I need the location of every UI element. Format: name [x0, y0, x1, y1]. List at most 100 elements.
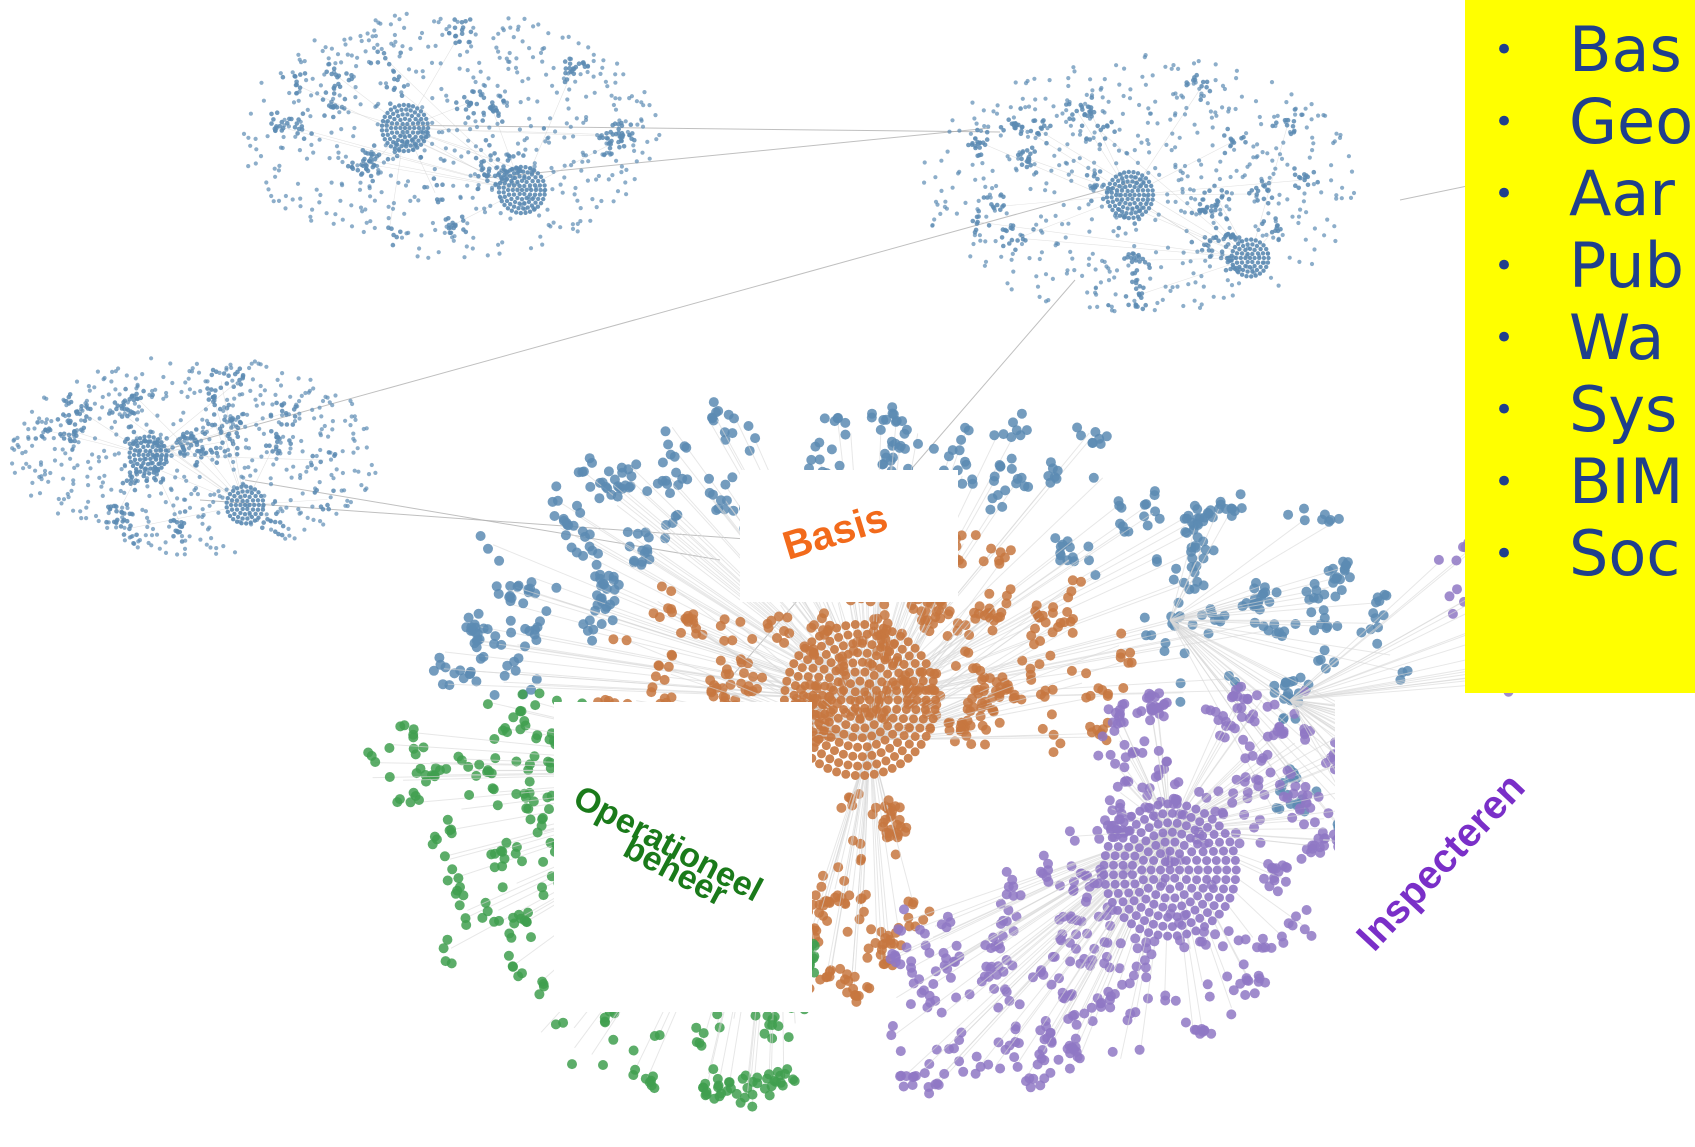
network-node — [26, 435, 31, 440]
network-node — [542, 46, 547, 51]
network-node — [415, 106, 420, 111]
network-node — [1292, 172, 1298, 178]
network-node — [640, 150, 645, 155]
network-node — [1033, 135, 1038, 141]
network-node — [1244, 274, 1249, 279]
network-node — [132, 487, 138, 493]
network-node — [480, 91, 485, 97]
network-node — [1106, 278, 1112, 283]
network-node — [1211, 294, 1216, 299]
network-node — [88, 466, 93, 471]
network-node — [1180, 186, 1185, 192]
network-node — [1336, 585, 1347, 596]
network-cluster — [10, 356, 378, 557]
network-node — [1011, 269, 1016, 274]
network-node — [1230, 293, 1235, 298]
network-node — [1013, 247, 1018, 253]
network-node — [399, 93, 405, 98]
network-node — [985, 504, 996, 515]
network-node — [463, 229, 469, 235]
network-node — [64, 403, 69, 408]
network-node — [224, 500, 229, 505]
network-node — [187, 505, 193, 510]
network-node — [267, 443, 272, 449]
network-node — [523, 165, 528, 170]
network-node — [388, 144, 394, 149]
network-node — [447, 230, 453, 236]
network-node — [621, 635, 632, 646]
network-node — [182, 438, 187, 443]
network-node — [1087, 305, 1092, 310]
network-node — [1348, 195, 1354, 200]
network-node — [529, 203, 535, 208]
network-node — [159, 452, 165, 458]
network-node — [1029, 145, 1035, 151]
network-node — [290, 422, 296, 427]
network-node — [109, 379, 114, 384]
network-node — [525, 205, 530, 210]
network-node — [432, 167, 437, 172]
network-node — [1024, 159, 1030, 164]
network-node — [1255, 142, 1260, 147]
network-node — [1099, 204, 1104, 209]
network-node — [665, 449, 676, 460]
network-node — [200, 417, 205, 422]
network-node — [342, 37, 347, 42]
network-node — [224, 420, 230, 425]
network-node — [524, 776, 535, 787]
network-node — [1257, 240, 1263, 245]
network-node — [331, 221, 336, 226]
network-node — [1239, 94, 1244, 99]
network-node — [137, 457, 143, 462]
network-node — [1184, 228, 1189, 234]
network-node — [271, 117, 276, 122]
network-node — [875, 424, 886, 435]
network-node — [168, 361, 173, 366]
network-node — [264, 180, 269, 185]
network-node — [1125, 647, 1136, 658]
network-node — [970, 530, 981, 541]
network-node — [998, 207, 1003, 213]
network-node — [409, 137, 415, 143]
network-node — [1260, 251, 1266, 256]
network-node — [511, 35, 516, 40]
network-node — [1249, 188, 1255, 193]
network-node — [143, 533, 148, 538]
network-node — [1188, 259, 1193, 264]
network-node — [1043, 272, 1049, 277]
network-node — [1192, 298, 1197, 303]
network-node — [187, 534, 192, 539]
network-node — [465, 49, 470, 54]
network-node — [1260, 233, 1265, 238]
network-node — [1153, 166, 1158, 171]
network-node — [729, 413, 739, 424]
network-node — [818, 870, 828, 881]
network-node — [1006, 463, 1017, 474]
network-node — [317, 405, 322, 410]
network-node — [1252, 255, 1257, 261]
network-node — [535, 204, 541, 209]
network-node — [1020, 149, 1026, 154]
network-node — [1125, 188, 1130, 194]
network-node — [287, 116, 292, 122]
network-node — [46, 479, 51, 484]
network-node — [415, 145, 420, 150]
network-node — [1207, 188, 1212, 193]
network-node — [574, 116, 579, 121]
network-node — [468, 29, 474, 35]
network-node — [654, 612, 665, 623]
network-node — [1023, 238, 1028, 243]
edge-line — [588, 556, 871, 701]
network-node — [538, 234, 543, 239]
network-node — [1273, 166, 1278, 171]
network-node — [1265, 260, 1271, 265]
network-node — [161, 374, 166, 380]
network-node — [264, 364, 269, 369]
network-node — [131, 397, 137, 403]
network-node — [1257, 255, 1262, 261]
network-node — [525, 814, 536, 825]
network-node — [339, 104, 345, 110]
network-node — [238, 420, 243, 425]
network-node — [1256, 227, 1261, 232]
network-node — [1131, 251, 1136, 257]
